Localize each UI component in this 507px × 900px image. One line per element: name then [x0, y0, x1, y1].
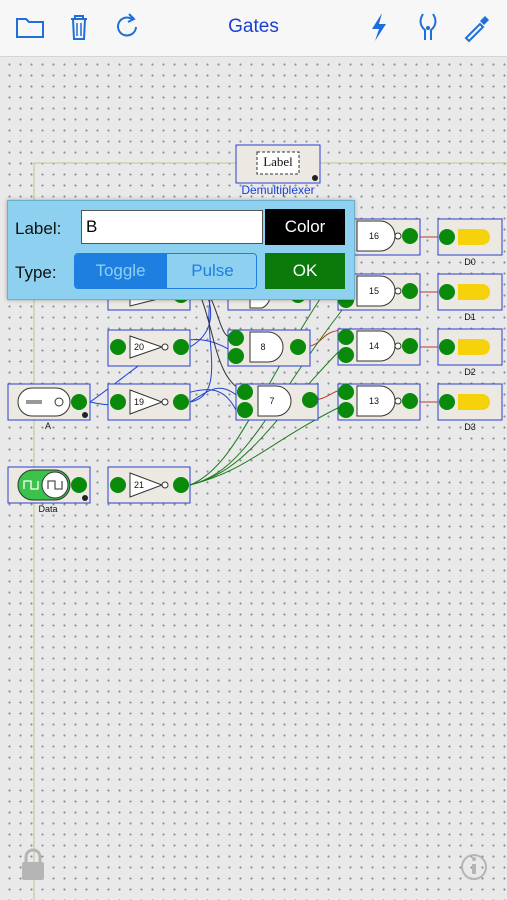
nand-gate-label: 15	[368, 286, 379, 296]
not-gate-label: 19	[133, 397, 144, 407]
switch-data-label: Data	[38, 504, 58, 514]
switch-a-label: A	[44, 421, 51, 431]
type-segmented-control: Toggle Pulse	[74, 253, 257, 289]
info-icon[interactable]	[461, 854, 487, 880]
label-caption: Label:	[15, 219, 62, 238]
type-caption: Type:	[15, 263, 57, 282]
switch-settings-dialog: Label: B Color Type: Toggle Pulse OK	[7, 200, 355, 300]
nand-gate-label: 16	[368, 231, 379, 241]
toggle-option[interactable]: Toggle	[75, 254, 166, 288]
pulse-option[interactable]: Pulse	[166, 254, 256, 288]
trash-icon[interactable]	[62, 10, 96, 44]
output-label: D2	[464, 367, 476, 377]
label-widget-text[interactable]: Label	[263, 154, 293, 169]
not-gate-label: 20	[133, 342, 144, 352]
output-label: D1	[464, 312, 476, 322]
not-gate-label: 21	[133, 480, 144, 490]
color-button[interactable]: Color	[265, 209, 345, 245]
lightning-icon[interactable]	[362, 10, 396, 44]
toolbar: Gates	[0, 0, 507, 57]
redo-icon[interactable]	[111, 10, 145, 44]
ok-button[interactable]: OK	[265, 253, 345, 289]
label-input[interactable]: B	[81, 210, 263, 244]
folder-icon[interactable]	[13, 10, 47, 44]
output-label: D0	[464, 257, 476, 267]
circuit-canvas[interactable]	[0, 57, 507, 900]
and-gate-label: 7	[269, 396, 275, 406]
nand-gate-label: 13	[368, 396, 379, 406]
and-gate-label: 8	[260, 342, 266, 352]
page-title: Gates	[228, 16, 279, 37]
eyedropper-icon[interactable]	[460, 10, 494, 44]
lock-icon[interactable]	[22, 848, 44, 880]
circuit-title: Demultiplexer	[241, 183, 315, 197]
output-label: D3	[464, 422, 476, 432]
pliers-icon[interactable]	[411, 10, 445, 44]
nand-gate-label: 14	[368, 341, 379, 351]
